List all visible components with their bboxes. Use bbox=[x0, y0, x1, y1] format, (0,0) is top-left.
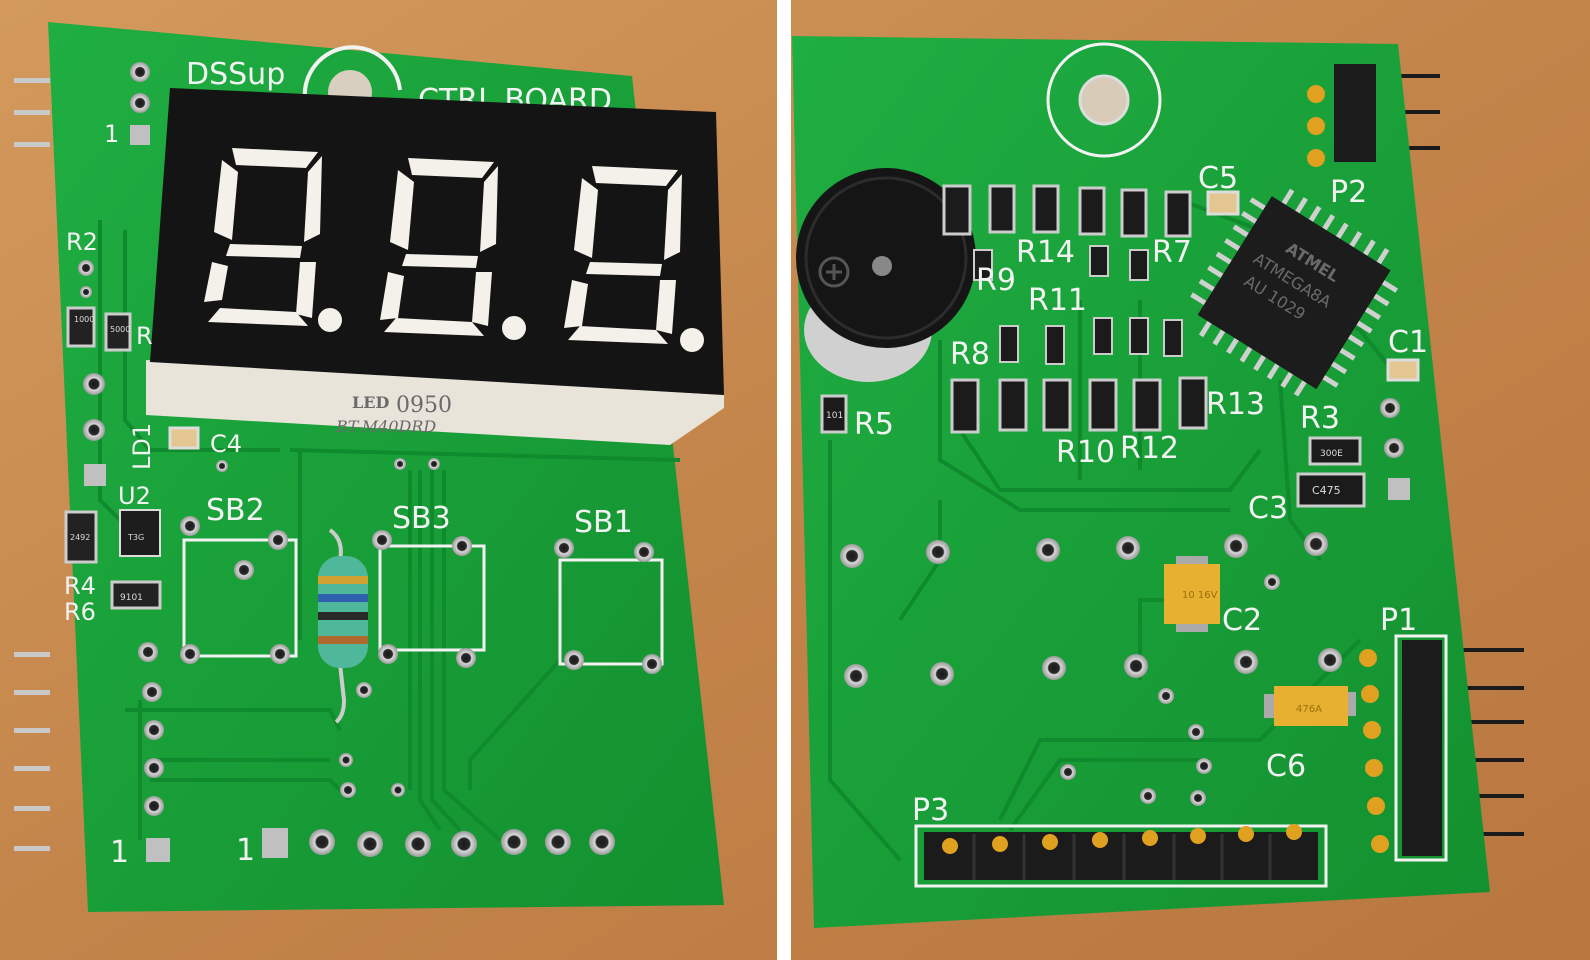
top-header-pads bbox=[130, 62, 150, 145]
u2-mark: T3G bbox=[127, 533, 144, 542]
mount-hole-outline bbox=[302, 45, 402, 101]
label-r8: R8 bbox=[950, 337, 990, 372]
display-code: 0950 bbox=[396, 393, 452, 418]
r4-mark: 2492 bbox=[70, 533, 90, 542]
p1-header bbox=[1359, 634, 1448, 862]
c3-part bbox=[1296, 472, 1366, 508]
r2b-mark: 5000 bbox=[110, 325, 130, 334]
display-brand: LED bbox=[352, 393, 389, 412]
label-r5: R5 bbox=[854, 407, 894, 442]
r6-mark: 9101 bbox=[120, 593, 143, 603]
mcu-chip: ATMEL ATMEGA8A AU 1029 bbox=[1190, 188, 1399, 397]
right-mount-outline bbox=[1046, 42, 1162, 158]
display-side bbox=[146, 360, 724, 445]
c6-part: 476A bbox=[1264, 686, 1356, 726]
label-c3: C3 bbox=[1248, 491, 1288, 526]
label-r7: R7 bbox=[1152, 235, 1192, 270]
label-r14: R14 bbox=[1016, 235, 1075, 270]
label-p1: P1 bbox=[1380, 603, 1417, 638]
label-u2: U2 bbox=[118, 482, 151, 510]
label-sb3: SB3 bbox=[392, 501, 451, 536]
image-divider bbox=[777, 0, 791, 960]
digit-2 bbox=[380, 158, 526, 340]
pin1-label-top: 1 bbox=[104, 120, 119, 148]
r5-part bbox=[820, 394, 848, 434]
label-c2: C2 bbox=[1222, 603, 1262, 638]
label-r6: R6 bbox=[64, 598, 96, 626]
digit-3 bbox=[564, 166, 704, 352]
seven-segment-display: LED 0950 BT-M40DRD bbox=[146, 88, 724, 445]
label-ld1: LD1 bbox=[128, 423, 156, 470]
label-p2: P2 bbox=[1330, 175, 1367, 210]
p2-header bbox=[1307, 64, 1376, 167]
left-top-pins bbox=[14, 78, 50, 147]
r2-mark: 1000 bbox=[74, 315, 94, 324]
label-r11: R11 bbox=[1028, 283, 1087, 318]
label-pin1-bottom-b: 1 bbox=[236, 833, 255, 868]
right-mount-hole bbox=[1078, 74, 1130, 126]
label-c4: C4 bbox=[210, 430, 242, 458]
axial-resistor bbox=[318, 528, 368, 724]
left-bottom-pads bbox=[138, 458, 440, 862]
r3-part bbox=[1308, 436, 1362, 466]
right-button-pads bbox=[840, 532, 1342, 806]
c2-part: 10 16V bbox=[1164, 556, 1220, 632]
label-c6: C6 bbox=[1266, 749, 1306, 784]
label-c5: C5 bbox=[1198, 161, 1238, 196]
c1-part bbox=[1386, 358, 1420, 382]
label-pin1-bottom-a: 1 bbox=[110, 835, 129, 870]
r3-mark: 300E bbox=[1320, 449, 1343, 459]
board-title-left: DSSup bbox=[186, 57, 285, 92]
c6-mark: 476A bbox=[1296, 704, 1322, 715]
buzzer bbox=[796, 168, 976, 382]
label-r13: R13 bbox=[1206, 387, 1265, 422]
c2-mark: 10 16V bbox=[1182, 590, 1218, 601]
label-r10: R10 bbox=[1056, 435, 1115, 470]
label-r4: R4 bbox=[64, 572, 96, 600]
label-r3: R3 bbox=[1300, 401, 1340, 436]
right-board: P2 C5 R14 R7 R9 R11 bbox=[792, 36, 1524, 928]
digit-1 bbox=[204, 148, 342, 332]
label-r9: R9 bbox=[976, 263, 1016, 298]
button-footprint-sb1 bbox=[554, 538, 664, 674]
left-board: DSSup CTRL BOARD 1 bbox=[14, 22, 724, 912]
r5-mark: 101 bbox=[826, 411, 843, 421]
display-body bbox=[150, 88, 724, 395]
right-column-pads bbox=[1380, 398, 1410, 500]
label-p3: P3 bbox=[912, 793, 949, 828]
bottom-row-pads bbox=[262, 828, 615, 858]
label-r12: R12 bbox=[1120, 431, 1179, 466]
button-footprint-sb3 bbox=[372, 530, 486, 668]
c3-mark: C475 bbox=[1312, 484, 1341, 497]
display-model: BT-M40DRD bbox=[335, 417, 436, 436]
button-footprint-sb2 bbox=[180, 516, 298, 664]
label-r2: R2 bbox=[66, 228, 98, 256]
middle-resistor-pads bbox=[950, 317, 1208, 434]
left-bottom-pins bbox=[14, 652, 50, 851]
label-c1: C1 bbox=[1388, 325, 1428, 360]
top-resistor-pads bbox=[942, 184, 1240, 281]
label-sb1: SB1 bbox=[574, 505, 633, 540]
p3-header bbox=[914, 824, 1328, 888]
left-smd-parts: 1000 5000 2492 T3G 9101 bbox=[64, 260, 228, 610]
label-sb2: SB2 bbox=[206, 493, 265, 528]
label-r-partial: R bbox=[136, 322, 153, 350]
p1-pins bbox=[1444, 648, 1524, 836]
